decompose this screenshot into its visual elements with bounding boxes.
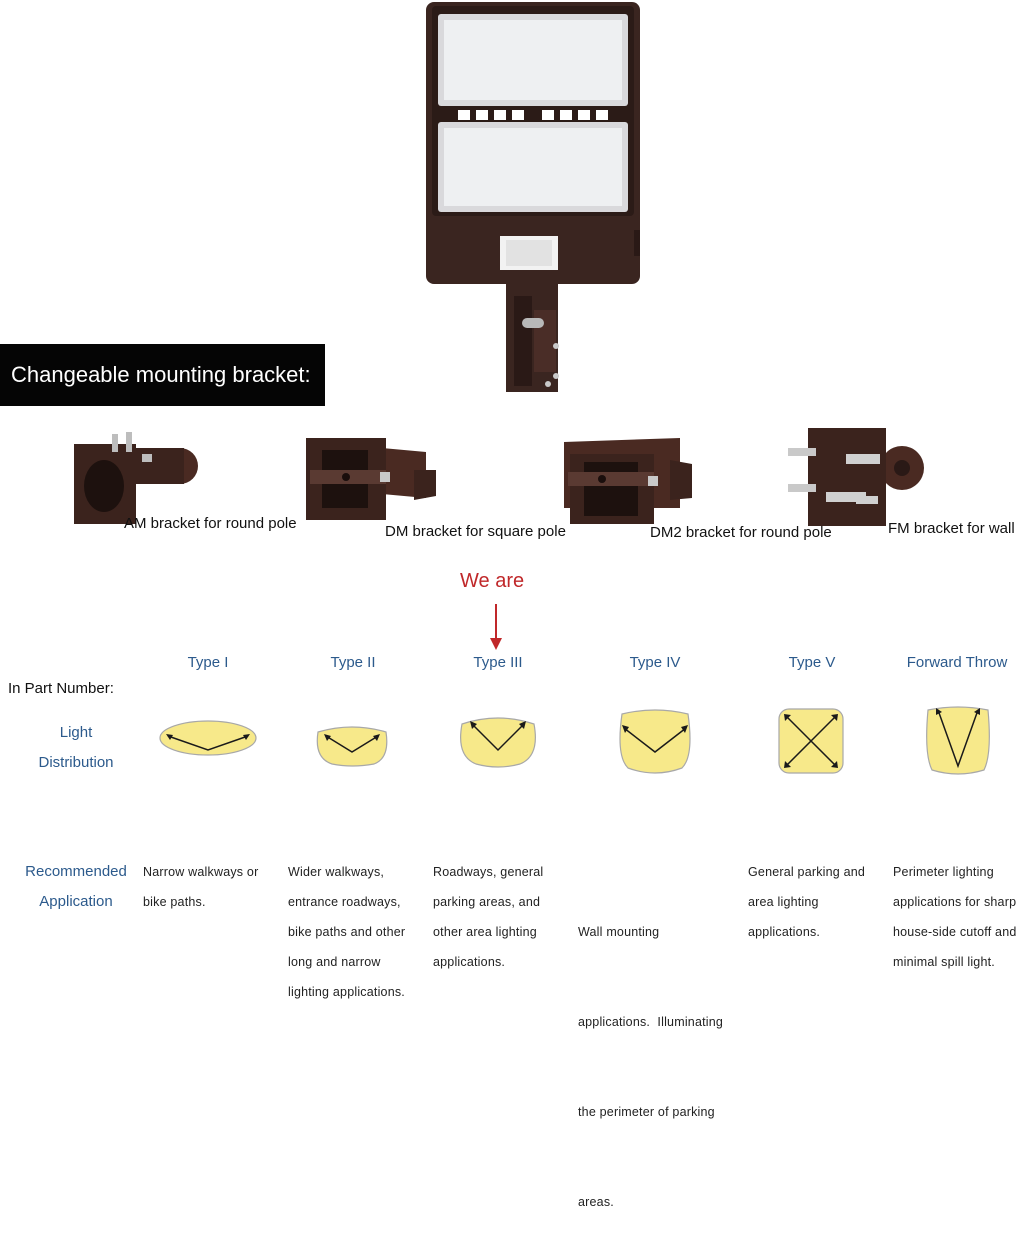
type-ii-header: Type II — [330, 654, 376, 671]
type-iv-app-line: the perimeter of parking — [578, 1105, 715, 1119]
type-iv-header: Type IV — [629, 654, 681, 671]
type-i-application: Narrow walkways or bike paths. — [143, 857, 258, 917]
recommended-application-line-1: Recommended — [25, 863, 127, 880]
we-are-callout: We are — [460, 570, 525, 592]
type-i-app-line: bike paths. — [143, 895, 206, 909]
forward-throw-distribution-icon — [926, 706, 990, 775]
light-distribution-label: Light Distribution — [22, 718, 130, 778]
type-ii-application: Wider walkways, entrance roadways, bike … — [288, 857, 405, 1007]
type-v-app-line: General parking and — [748, 865, 866, 879]
recommended-application-label: Recommended Application — [14, 857, 138, 917]
type-iii-app-line: parking areas, and — [433, 895, 541, 909]
type-iv-application: Wall mounting applications. Illuminating… — [578, 857, 723, 1247]
type-iii-app-line: Roadways, general — [433, 865, 544, 879]
dm-bracket-label: DM bracket for square pole — [385, 523, 566, 540]
type-iv-distribution-icon — [619, 709, 691, 774]
type-iv-app-line: Wall mounting — [578, 925, 660, 939]
part-number-label: In Part Number: — [8, 680, 114, 697]
type-iv-app-line: areas. — [578, 1195, 614, 1209]
down-arrow-icon — [490, 604, 502, 650]
type-v-distribution-icon — [778, 708, 844, 774]
fm-bracket-image — [788, 428, 924, 526]
type-i-distribution-icon — [159, 720, 257, 756]
forward-throw-app-line: Perimeter lighting — [893, 865, 994, 879]
type-v-header: Type V — [788, 654, 836, 671]
type-v-application: General parking and area lighting applic… — [748, 857, 865, 947]
type-ii-app-line: Wider walkways, — [288, 865, 385, 879]
type-iii-app-line: applications. — [433, 955, 506, 969]
light-distribution-line-2: Distribution — [38, 754, 114, 771]
type-ii-distribution-icon — [316, 726, 388, 767]
light-distribution-line-1: Light — [59, 724, 93, 741]
street-light-fixture-image — [426, 2, 640, 392]
type-iii-distribution-icon — [460, 717, 536, 768]
type-v-app-line: applications. — [748, 925, 821, 939]
type-iii-header: Type III — [473, 654, 523, 671]
type-v-app-line: area lighting — [748, 895, 819, 909]
forward-throw-header: Forward Throw — [906, 654, 1008, 671]
type-iii-application: Roadways, general parking areas, and oth… — [433, 857, 543, 977]
type-iv-app-line: applications. Illuminating — [578, 1015, 724, 1029]
type-ii-app-line: bike paths and other — [288, 925, 406, 939]
type-ii-app-line: long and narrow — [288, 955, 381, 969]
dm2-bracket-image — [564, 438, 692, 524]
am-bracket-image — [74, 432, 198, 524]
forward-throw-app-line: house-side cutoff and — [893, 925, 1017, 939]
type-iii-app-line: other area lighting — [433, 925, 537, 939]
forward-throw-application: Perimeter lighting applications for shar… — [893, 857, 1017, 977]
dm2-bracket-label: DM2 bracket for round pole — [650, 524, 832, 541]
forward-throw-app-line: minimal spill light. — [893, 955, 995, 969]
recommended-application-line-2: Application — [39, 893, 113, 910]
am-bracket-label: AM bracket for round pole — [124, 515, 297, 532]
forward-throw-app-line: applications for sharp — [893, 895, 1017, 909]
type-ii-app-line: entrance roadways, — [288, 895, 401, 909]
type-i-header: Type I — [187, 654, 229, 671]
fm-bracket-label: FM bracket for wall — [888, 520, 1015, 537]
mounting-bracket-banner: Changeable mounting bracket: — [0, 344, 325, 406]
dm-bracket-image — [306, 438, 436, 520]
type-ii-app-line: lighting applications. — [288, 985, 405, 999]
type-i-app-line: Narrow walkways or — [143, 865, 259, 879]
